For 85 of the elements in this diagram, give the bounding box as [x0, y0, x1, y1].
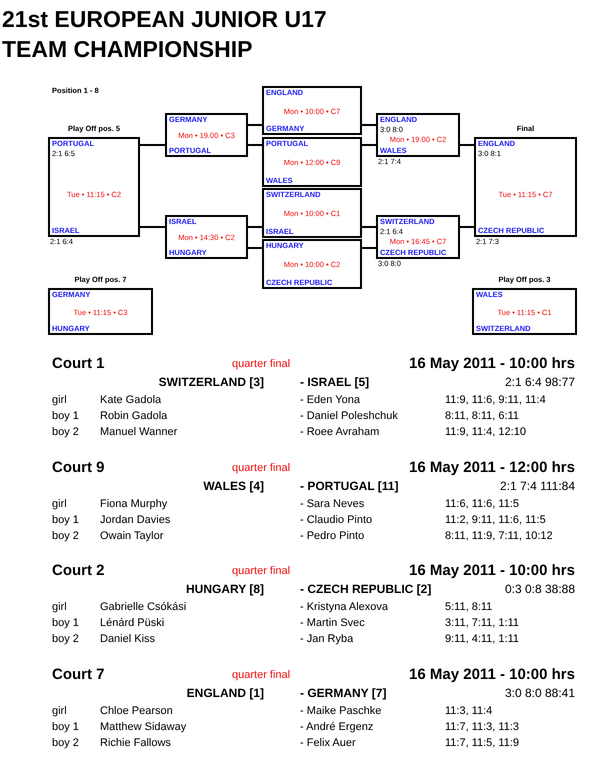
- bracket-line: [248, 226, 262, 228]
- player-name: Chloe Pearson: [100, 704, 173, 716]
- game-scores: 3:11, 7:11, 1:11: [445, 617, 520, 629]
- player-role: girl: [52, 498, 67, 510]
- round-label: quarter final: [232, 565, 290, 577]
- team-name: ENGLAND [1]: [186, 686, 264, 700]
- bracket-line: [248, 247, 262, 249]
- game-scores: 11:3, 11:4: [445, 704, 492, 716]
- player-name: Robin Gadola: [100, 410, 168, 422]
- title-heading: 21st EUROPEAN JUNIOR U17 TEAM CHAMPIONSHIP: [2, 5, 328, 64]
- court-heading: Court 9: [52, 458, 104, 476]
- round-label: quarter final: [232, 668, 290, 680]
- bracket-line: [362, 226, 376, 228]
- player-role: boy 1: [52, 617, 79, 629]
- team-name: - CZECH REPUBLIC [2]: [300, 582, 432, 596]
- match-score: 3:0 8:0 88:41: [504, 686, 575, 700]
- player-name: - Kristyna Alexova: [300, 601, 388, 613]
- game-scores: 11:9, 11:6, 9:11, 11:4: [445, 394, 546, 406]
- player-name: - Roee Avraham: [300, 426, 380, 438]
- game-scores: 8:11, 8:11, 6:11: [445, 410, 520, 422]
- player-role: boy 1: [52, 514, 79, 526]
- player-name: - Maike Paschke: [300, 704, 382, 716]
- court-heading: Court 1: [52, 355, 104, 372]
- player-name: Gabrielle Csókási: [100, 601, 186, 613]
- game-scores: 9:11, 4:11, 1:11: [445, 633, 520, 645]
- bracket-line: [140, 144, 165, 146]
- player-name: - Felix Auer: [300, 736, 356, 748]
- player-name: Daniel Kiss: [100, 633, 156, 645]
- player-name: - Eden Yona: [300, 394, 360, 406]
- player-name: - Pedro Pinto: [300, 530, 364, 542]
- team-name: - GERMANY [7]: [300, 686, 386, 700]
- player-name: Manuel Wanner: [100, 426, 178, 438]
- game-scores: 11:7, 11:5, 11:9: [445, 736, 520, 748]
- player-role: girl: [52, 601, 67, 613]
- round-label: quarter final: [232, 358, 290, 370]
- date-time: 16 May 2011 - 12:00 hrs: [409, 458, 575, 476]
- date-time: 16 May 2011 - 10:00 hrs: [409, 355, 575, 372]
- game-scores: 11:6, 11:6, 11:5: [445, 498, 520, 510]
- player-role: girl: [52, 704, 67, 716]
- player-name: Fiona Murphy: [100, 498, 168, 510]
- player-role: boy 2: [52, 633, 79, 645]
- player-name: - Daniel Poleshchuk: [300, 410, 398, 422]
- bracket-line: [362, 144, 376, 146]
- team-name: - PORTUGAL [11]: [300, 478, 398, 492]
- player-role: boy 1: [52, 410, 79, 422]
- player-name: Kate Gadola: [100, 394, 162, 406]
- date-time: 16 May 2011 - 10:00 hrs: [409, 562, 575, 579]
- court-heading: Court 7: [52, 666, 104, 682]
- bracket-line: [362, 247, 376, 249]
- player-name: - André Ergenz: [300, 720, 374, 732]
- game-scores: 5:11, 8:11: [445, 601, 492, 613]
- match-score: 0:3 0:8 38:88: [504, 582, 575, 596]
- player-name: - Sara Neves: [300, 498, 364, 510]
- player-role: boy 2: [52, 736, 79, 748]
- team-name: HUNGARY [8]: [186, 582, 264, 596]
- match-score: 2:1 6:4 98:77: [504, 375, 575, 389]
- player-name: - Jan Ryba: [300, 633, 354, 645]
- player-name: - Claudio Pinto: [300, 514, 372, 526]
- game-scores: 11:7, 11:3, 11:3: [445, 720, 520, 732]
- match-score: 2:1 7:4 111:84: [500, 478, 575, 492]
- team-name: - ISRAEL [5]: [300, 375, 370, 389]
- team-name: SWITZERLAND [3]: [158, 375, 264, 389]
- bracket-line: [460, 226, 474, 228]
- player-name: Lénárd Püski: [100, 617, 164, 629]
- player-name: Richie Fallows: [100, 736, 171, 748]
- game-scores: 11:2, 9:11, 11:6, 11:5: [445, 514, 546, 526]
- game-scores: 8:11, 11:9, 7:11, 10:12: [445, 530, 553, 542]
- player-role: girl: [52, 394, 67, 406]
- date-time: 16 May 2011 - 10:00 hrs: [409, 666, 575, 682]
- bracket-line: [248, 144, 262, 146]
- player-name: Owain Taylor: [100, 530, 164, 542]
- court-heading: Court 2: [52, 562, 104, 579]
- round-label: quarter final: [232, 462, 290, 474]
- game-scores: 11:9, 11:4, 12:10: [445, 426, 526, 438]
- bracket-line: [248, 124, 262, 126]
- bracket-line: [460, 144, 474, 146]
- bracket-line: [140, 226, 165, 228]
- team-name: WALES [4]: [203, 478, 264, 492]
- player-name: Jordan Davies: [100, 514, 170, 526]
- player-name: Matthew Sidaway: [100, 720, 186, 732]
- player-role: boy 2: [52, 530, 79, 542]
- player-name: - Martin Svec: [300, 617, 365, 629]
- bracket-line: [362, 124, 376, 126]
- player-role: boy 2: [52, 426, 79, 438]
- player-role: boy 1: [52, 720, 79, 732]
